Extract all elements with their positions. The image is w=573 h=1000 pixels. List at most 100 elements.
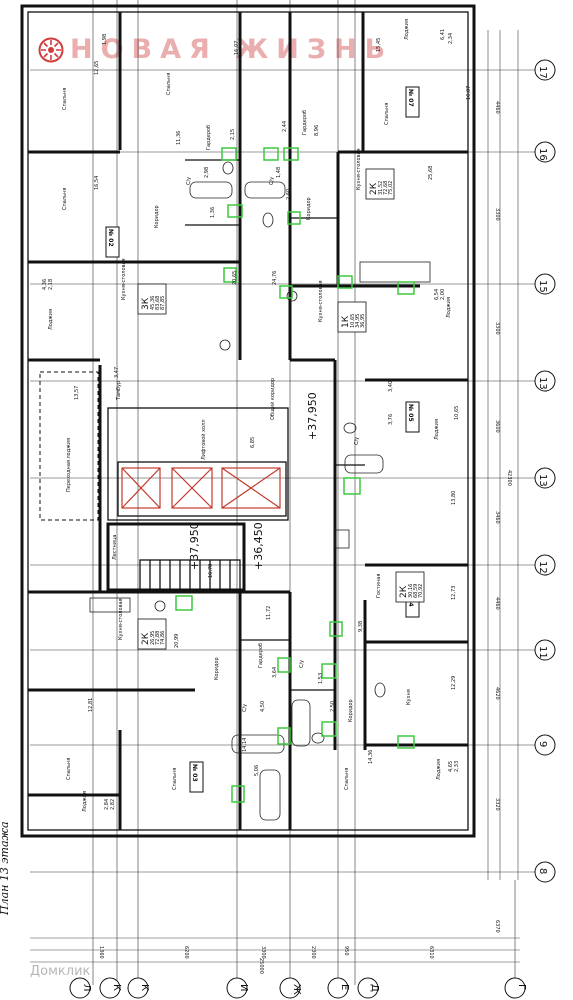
axis-label: Д: [369, 984, 380, 992]
room-label-su-4: С/у: [242, 704, 248, 712]
apartment-type: 2К: [399, 585, 409, 598]
apartment-room-label: Кухня-столовая: [118, 598, 124, 640]
room-area: 3,76: [388, 414, 394, 425]
room-area: 6,41: [440, 29, 446, 40]
apartment-area: 83,68: [155, 296, 161, 310]
apartment-area: 30,16: [408, 584, 414, 598]
stair-core: [106, 407, 289, 592]
axis-label: И: [238, 984, 249, 991]
axis-bubble: 15: [534, 273, 556, 295]
axis-bubble: Ж: [279, 977, 302, 999]
dimension-value: 4620: [494, 687, 500, 700]
apartment-area: 36,95: [360, 314, 366, 328]
floor-caption: План 13 этажа: [0, 821, 11, 915]
room-label-lodzhia-1: Лоджия: [48, 309, 54, 330]
room-label-lift-hall: Лифтовой холл: [200, 419, 207, 460]
room-area: 25,68: [428, 166, 434, 180]
room-label-tambur: Тамбур: [116, 381, 122, 401]
room-label-lodzhia-4: Лоджия: [434, 419, 440, 440]
room-area: 9,38: [358, 621, 364, 632]
dimension-total: 42300: [506, 470, 512, 486]
room-area: 1,98: [102, 34, 108, 45]
room-label-koridor-1: Коридор: [154, 205, 160, 228]
room-label-obsh-koridor: Общий коридор: [269, 378, 276, 420]
transition-loggia: [39, 371, 99, 521]
axis-label: 15: [537, 280, 548, 293]
apartment-type: 3К: [141, 297, 151, 310]
axis-bubble: К: [127, 977, 150, 999]
exterior-walls: [20, 4, 476, 838]
apartment-type: 2К: [141, 632, 151, 645]
room-area: 12,73: [451, 586, 457, 600]
room-area: 11,72: [266, 606, 272, 620]
axis-bubble: 13: [534, 467, 556, 489]
room-area: 20,65: [232, 271, 238, 285]
room-area: 1,36: [210, 207, 216, 218]
room-label-spalnya-6: Спальня: [172, 768, 178, 790]
elevator-shaft-3: [221, 467, 281, 509]
room-label-spalnya-3: Спальня: [166, 73, 172, 95]
room-label-spalnya-2: Спальня: [62, 188, 68, 210]
room-area: 11,36: [176, 131, 182, 145]
axis-label: 13': [537, 377, 548, 392]
level-mark: +37,950: [188, 522, 201, 570]
axis-bubble: 13': [534, 370, 556, 392]
axis-label: 8: [537, 868, 548, 874]
apartment-tag: № 07: [407, 89, 414, 107]
room-label-lodzhia-3: Лоджия: [446, 297, 452, 318]
room-label-koridor-2: Коридор: [306, 197, 312, 220]
axis-bubble: К: [99, 977, 122, 999]
dimension-lines-right: [487, 30, 519, 880]
room-label-spalnya-1: Спальня: [62, 88, 68, 110]
apartment-room-label: Кухня-столовая: [121, 258, 127, 300]
room-area: 1,53: [318, 673, 324, 684]
room-area: 15,45: [376, 38, 382, 52]
room-area: 13,57: [74, 386, 80, 400]
room-area: 3,40: [388, 381, 394, 392]
axis-label: К: [111, 984, 122, 991]
axis-bubble: 12': [534, 554, 556, 576]
ventilation-shafts: [175, 147, 415, 803]
dimension-value: 3600: [494, 420, 500, 433]
room-area: 2,34: [448, 33, 454, 44]
watermark: Домклик: [30, 964, 91, 979]
room-label-perehodnaya: Переходная лоджия: [66, 438, 72, 492]
axis-label: 9: [537, 741, 548, 747]
room-label-kuhnya: Кухня: [406, 689, 412, 705]
dimension-value: 4460: [494, 597, 500, 610]
room-area: 1,48: [276, 167, 282, 178]
axis-bubble: 16: [534, 141, 556, 163]
apartment-area: 75,02: [388, 181, 394, 195]
room-label-lodzhia-6: Лоджия: [82, 791, 88, 812]
apartment-room-label: Кухня-столовая: [356, 148, 362, 190]
axis-bubble: 11: [534, 639, 556, 661]
axis-bubble: 9: [534, 734, 556, 756]
apartment-area: 72,88: [155, 631, 161, 645]
room-area: 12,81: [88, 698, 94, 712]
room-area: 16,78: [208, 564, 214, 578]
dimension-value: 6200: [183, 946, 189, 959]
room-label-spalnya-7: Спальня: [344, 768, 350, 790]
room-area: 2,00: [440, 289, 446, 300]
room-label-lodzhia-2: Лоджия: [404, 19, 410, 40]
room-area: 2,50: [330, 701, 336, 712]
fixtures: [89, 161, 431, 821]
brand-name: НОВАЯ ЖИЗНЬ: [70, 34, 394, 65]
room-area: 4,36: [42, 279, 48, 290]
room-area: 6,85: [250, 437, 256, 448]
room-area: 14,14: [242, 738, 248, 752]
room-area: 12,65: [94, 61, 100, 75]
apartment-area: 87,85: [160, 296, 166, 310]
room-area: 10,65: [454, 406, 460, 420]
room-area: 4,65: [448, 761, 454, 772]
room-area: 2,84: [104, 799, 110, 810]
brand-logo-icon: [38, 37, 64, 62]
room-area: 2,82: [110, 799, 116, 810]
axis-bubble: Д: [357, 977, 380, 999]
dimension-value: 3300: [494, 322, 500, 335]
